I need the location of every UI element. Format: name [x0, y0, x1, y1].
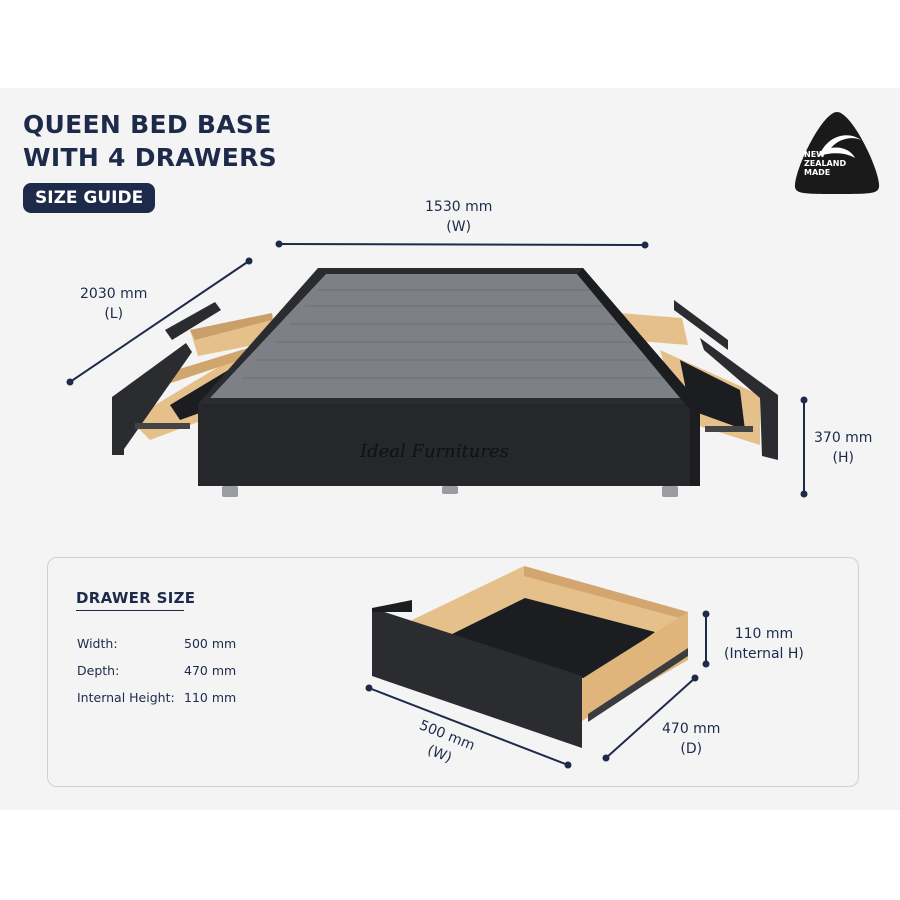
heading-underline: [76, 610, 184, 611]
bed-width-label: 1530 mm (W): [425, 199, 493, 235]
kiwi-icon: [819, 135, 861, 158]
brand-watermark: Ideal Furnitures: [360, 441, 509, 462]
page-title: QUEEN BED BASE WITH 4 DRAWERS: [23, 108, 277, 174]
drawer-depth-label: 470 mm (D): [662, 721, 721, 757]
bed-length-label: 2030 mm (L): [80, 286, 148, 322]
drawer-back-left: [165, 302, 280, 356]
bed-top: [198, 268, 700, 404]
drawer-height-label: 110 mm (Internal H): [724, 626, 804, 662]
title-line-2: WITH 4 DRAWERS: [23, 143, 277, 172]
bed-height-label: 370 mm (H): [814, 430, 873, 466]
bed-legs: [222, 486, 678, 497]
title-line-1: QUEEN BED BASE: [23, 110, 272, 139]
size-guide-badge: SIZE GUIDE: [23, 183, 156, 213]
drawer-dimension-lines: [365, 610, 710, 769]
height-dimension-line: [800, 396, 808, 498]
nz-made-logo: [794, 112, 880, 194]
width-dimension-line: [275, 240, 649, 249]
drawer-box: [372, 566, 688, 748]
nz-made-text: NEW ZEALAND MADE: [804, 150, 847, 177]
drawer-size-heading: DRAWER SIZE: [76, 589, 196, 607]
length-dimension-line: [66, 257, 253, 386]
bed-front-panel: [198, 404, 700, 486]
